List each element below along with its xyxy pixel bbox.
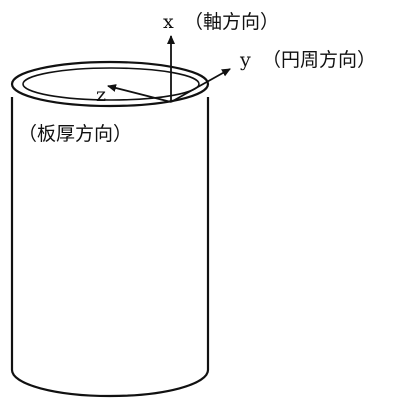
z-axis-symbol: z — [96, 84, 106, 106]
z-axis-description: （板厚方向） — [18, 123, 132, 145]
x-axis-symbol: x — [163, 11, 174, 33]
cylinder-top-outer-rim — [10, 60, 210, 108]
y-axis-description: （円周方向） — [262, 49, 376, 71]
z-axis-arrow — [107, 84, 172, 103]
cylinder-bottom-arc — [10, 369, 210, 398]
cylinder-top-inner-rim — [22, 67, 200, 101]
y-axis-arrow — [170, 68, 231, 103]
x-axis-description: （軸方向） — [184, 11, 279, 33]
y-axis-symbol: y — [239, 49, 251, 71]
cylinder — [10, 60, 210, 398]
coordinate-axes — [107, 35, 231, 103]
